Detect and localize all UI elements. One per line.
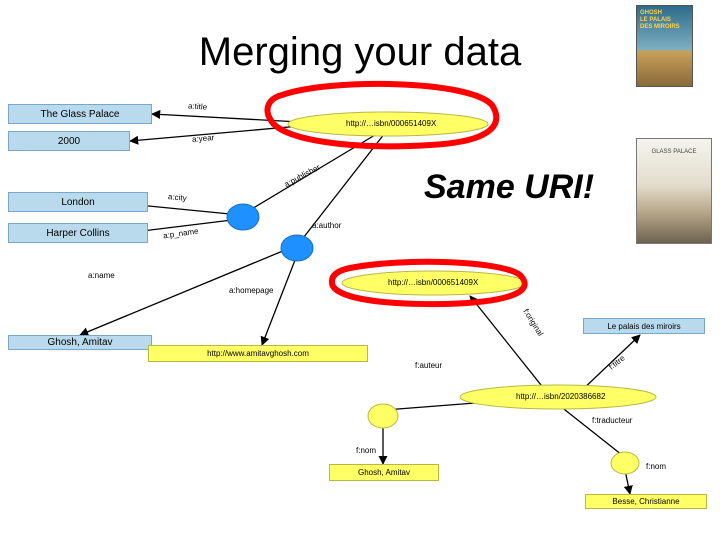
- edge-title: [151, 109, 301, 123]
- highlight-loop-top: [264, 80, 500, 150]
- edge-author: [299, 132, 386, 243]
- blank-node-traducteur: [610, 451, 640, 475]
- edge-label-author: a:author: [312, 221, 342, 230]
- edge-traducteur: [554, 401, 623, 456]
- blank-node-publisher: [226, 203, 260, 231]
- edge-label-homepage: a:homepage: [229, 286, 274, 295]
- edge-titre: [579, 334, 641, 393]
- edge-label-title: a:title: [187, 101, 208, 112]
- edge-year: [129, 125, 301, 145]
- uri-isbn1-label: http://…isbn/000651409X: [346, 119, 437, 128]
- literal-homepage-url: http://www.amitavghosh.com: [148, 345, 368, 362]
- edge-label-nom1: f:nom: [356, 446, 377, 455]
- literal-ghosh-amitav-fr: Ghosh, Amitav: [329, 464, 439, 481]
- edge-label-name: a:name: [88, 271, 115, 280]
- blank-node-author: [280, 234, 314, 262]
- edge-original: [469, 295, 546, 391]
- book-cover-glass-palace-icon: GLASS PALACE: [636, 138, 712, 244]
- literal-year: 2000: [8, 131, 130, 151]
- highlight-loop-bottom: [328, 258, 528, 308]
- uri-isbn2-label: http://…isbn/000651409X: [388, 278, 479, 287]
- literal-besse-christianne: Besse, Christianne: [585, 494, 707, 509]
- edge-name: [79, 247, 291, 337]
- same-uri-callout: Same URI!: [424, 168, 595, 206]
- edge-label-traducteur: f:traducteur: [592, 416, 633, 425]
- uri-isbn3-label: http://…isbn/2020386682: [516, 392, 606, 401]
- blank-node-auteur: [367, 403, 399, 429]
- edge-label-year: a:year: [191, 133, 215, 144]
- page-title: Merging your data: [198, 30, 522, 74]
- literal-glass-palace: The Glass Palace: [8, 104, 152, 124]
- literal-palais-des-miroirs: Le palais des miroirs: [583, 318, 705, 334]
- uri-isbn3-node: [459, 384, 657, 410]
- literal-harper-collins: Harper Collins: [8, 223, 148, 243]
- edge-homepage: [260, 254, 298, 346]
- uri-isbn1-node: [287, 111, 489, 137]
- edge-label-city: a:city: [167, 192, 188, 203]
- edge-label-nom2: f:nom: [646, 462, 667, 471]
- literal-ghosh-amitav: Ghosh, Amitav: [8, 335, 152, 350]
- edge-label-auteur: f:auteur: [415, 361, 443, 370]
- literal-london: London: [8, 192, 148, 212]
